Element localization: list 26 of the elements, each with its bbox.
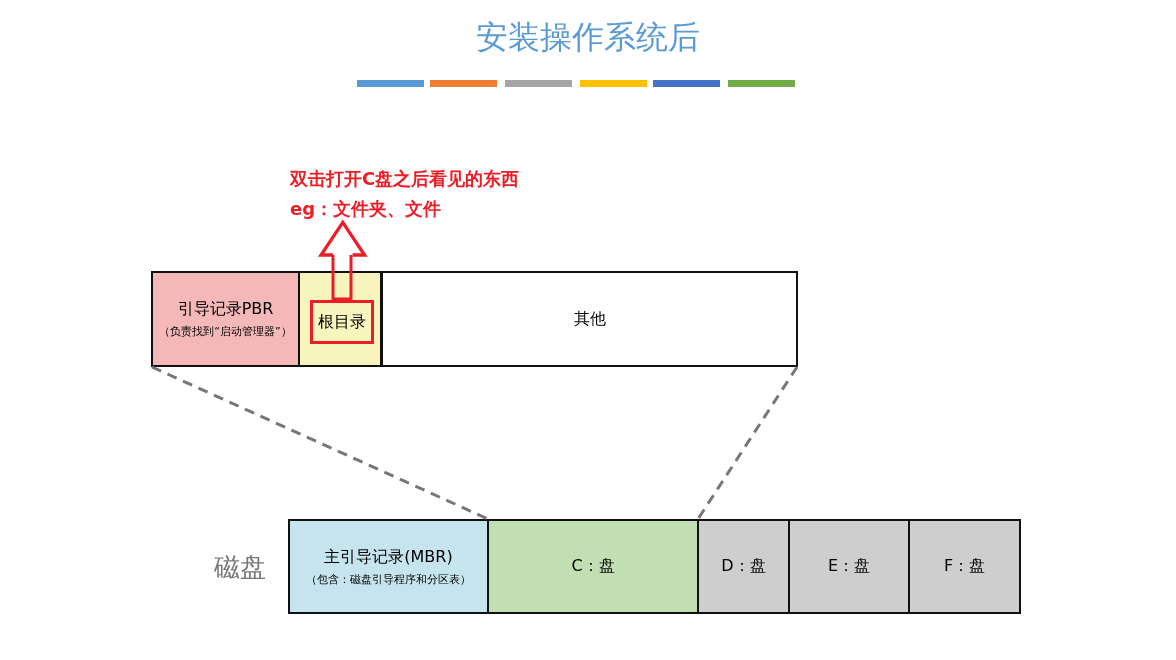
partition-cell: [487, 519, 699, 614]
partition-label: 引导记录PBR: [177, 299, 274, 320]
partition-cell: [908, 519, 1021, 614]
partition-label: F：盘: [943, 556, 986, 577]
partition-note: （包含：磁盘引导程序和分区表）: [305, 571, 472, 587]
partition-note: （负责找到“启动管理器”）: [158, 324, 293, 339]
partition-label: 根目录: [318, 311, 366, 333]
annotation-text: 双击打开C盘之后看见的东西: [290, 167, 520, 191]
partition-label: 主引导记录(MBR): [324, 546, 453, 568]
partition-cell: [151, 271, 300, 367]
title: 安装操作系统后: [475, 17, 701, 58]
partition-cell: [697, 519, 790, 614]
partition-cell: [381, 271, 798, 367]
partition-cell: [288, 519, 489, 614]
hollow-arrow: [319, 220, 367, 301]
partition-label: E：盘: [827, 556, 871, 577]
zoom-line: [151, 365, 489, 521]
partition-label: 其他: [573, 308, 606, 330]
partition-label: C：盘: [571, 556, 615, 577]
partition-cell: [298, 271, 382, 367]
zoom-line: [696, 366, 799, 520]
row-label: 磁盘: [214, 551, 266, 584]
highlight-box: [310, 300, 374, 344]
partition-cell: [788, 519, 910, 614]
partition-label: D：盘: [721, 556, 766, 577]
annotation-text: eg：文件夹、文件: [290, 197, 442, 221]
